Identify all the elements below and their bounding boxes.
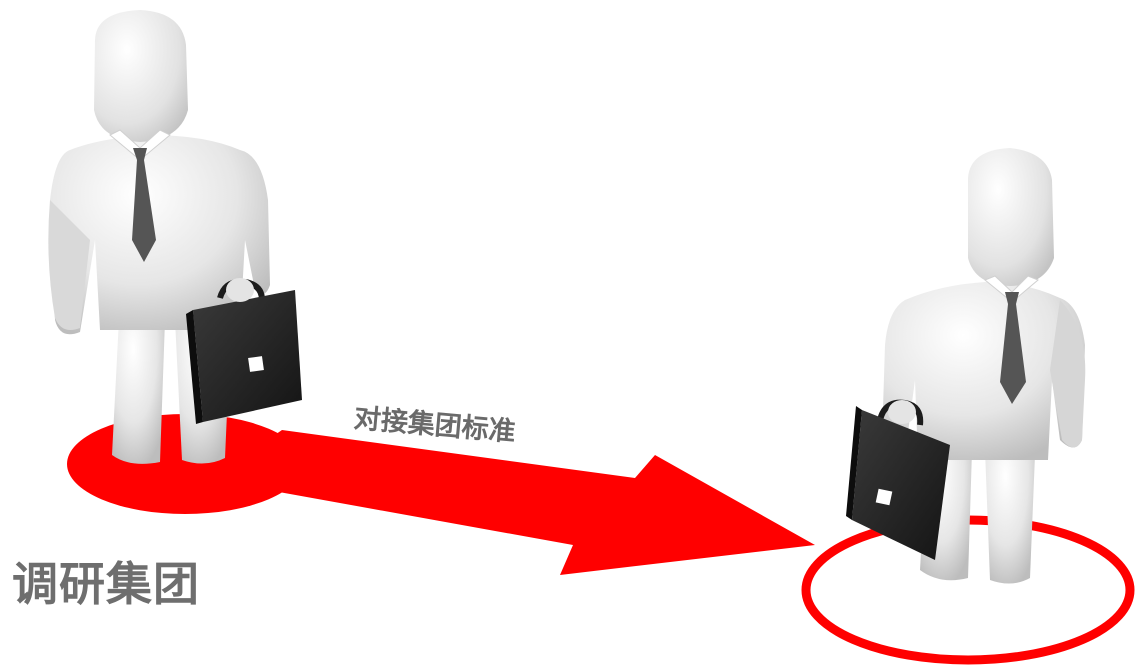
flow-arrow bbox=[240, 430, 815, 575]
briefcase-icon bbox=[186, 290, 302, 424]
source-figure bbox=[48, 10, 302, 464]
target-figure bbox=[846, 148, 1085, 584]
source-label: 调研集团 bbox=[12, 548, 200, 614]
